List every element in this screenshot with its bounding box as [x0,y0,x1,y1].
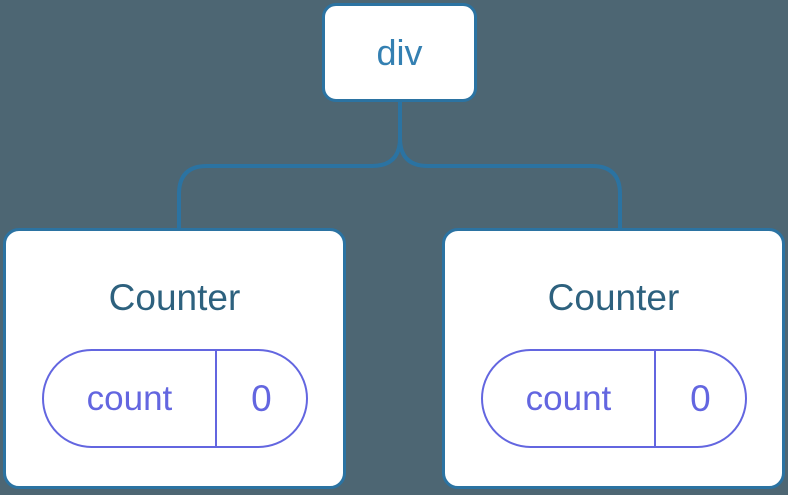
component-title: Counter [547,277,680,318]
connector-left-branch [177,100,402,231]
tree-node-div: div [322,3,477,102]
counter-component-card-left: Counter count 0 [3,228,346,489]
tree-node-div-label: div [376,31,423,73]
state-pill: count 0 [481,349,747,448]
component-title: Counter [108,277,241,318]
state-key-label: count [44,351,217,446]
state-value: 0 [251,377,272,419]
state-pill: count 0 [42,349,308,448]
state-value: 0 [690,377,711,419]
counter-component-card-right: Counter count 0 [442,228,785,489]
connector-right-branch [398,100,622,231]
state-key-label: count [483,351,656,446]
